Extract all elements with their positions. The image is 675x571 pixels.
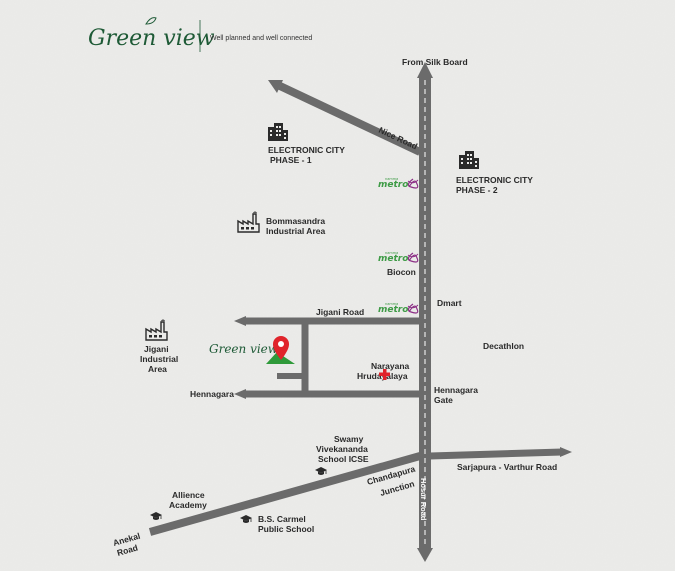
allience-line1: Allience <box>172 490 205 500</box>
arrow-up-icon <box>417 62 433 78</box>
biocon-label: Biocon <box>387 267 416 277</box>
anekal-road-line <box>148 452 422 536</box>
ec-phase1-line1: ELECTRONIC CITY <box>268 145 345 155</box>
dmart-label: Dmart <box>437 298 462 308</box>
leaf-icon <box>145 17 157 25</box>
hosur-road-label: Hosur Road <box>419 478 428 521</box>
location-pin-icon <box>273 336 289 360</box>
from-silk-board-label: From Silk Board <box>402 57 468 67</box>
hospital-cross-icon <box>379 369 390 380</box>
swamy-line2: Vivekananda <box>316 444 368 454</box>
arrow-down-icon <box>417 548 433 562</box>
location-pin-dot <box>278 341 284 347</box>
narayana-line1: Narayana <box>371 361 410 371</box>
hennagara-road-label: Hennagara <box>190 389 234 399</box>
hennagara-gate-line2: Gate <box>434 395 453 405</box>
arrow-left-jigani-icon <box>234 316 246 326</box>
jigani-line2: Industrial <box>140 354 178 364</box>
allience-line2: Academy <box>169 500 207 510</box>
bs-carmel-line2: Public School <box>258 524 314 534</box>
bommasandra-line2: Industrial Area <box>266 226 325 236</box>
sarjapura-road-line <box>429 448 563 460</box>
hennagara-gate-line1: Hennagara <box>434 385 478 395</box>
tagline: Well planned and well connected <box>210 35 312 42</box>
ec-phase2-line2: PHASE - 2 <box>456 185 498 195</box>
arrow-left-hennagara-icon <box>234 389 246 399</box>
jigani-line1: Jigani <box>144 344 169 354</box>
bs-carmel-line1: B.S. Carmel <box>258 514 306 524</box>
ec-phase1-line2: PHASE - 1 <box>270 155 312 165</box>
arrow-nice-icon <box>268 80 283 93</box>
jigani-road-label: Jigani Road <box>316 307 364 317</box>
sarjapura-road-label: Sarjapura - Varthur Road <box>457 462 557 472</box>
road-arrows <box>234 62 572 562</box>
ec-phase2-line1: ELECTRONIC CITY <box>456 175 533 185</box>
project-marker-label: Green view <box>209 342 279 356</box>
bommasandra-line1: Bommasandra <box>266 216 325 226</box>
swamy-line3: School ICSE <box>318 454 369 464</box>
brand-logo: Green view <box>88 17 215 51</box>
project-marker[interactable]: Green view <box>209 336 295 364</box>
arrow-right-sarjapura-icon <box>560 447 572 457</box>
swamy-line1: Swamy <box>334 434 364 444</box>
nice-road-line <box>278 82 422 156</box>
decathlon-label: Decathlon <box>483 341 524 351</box>
jigani-line3: Area <box>148 364 167 374</box>
brand-logo-text: Green view <box>88 26 215 51</box>
